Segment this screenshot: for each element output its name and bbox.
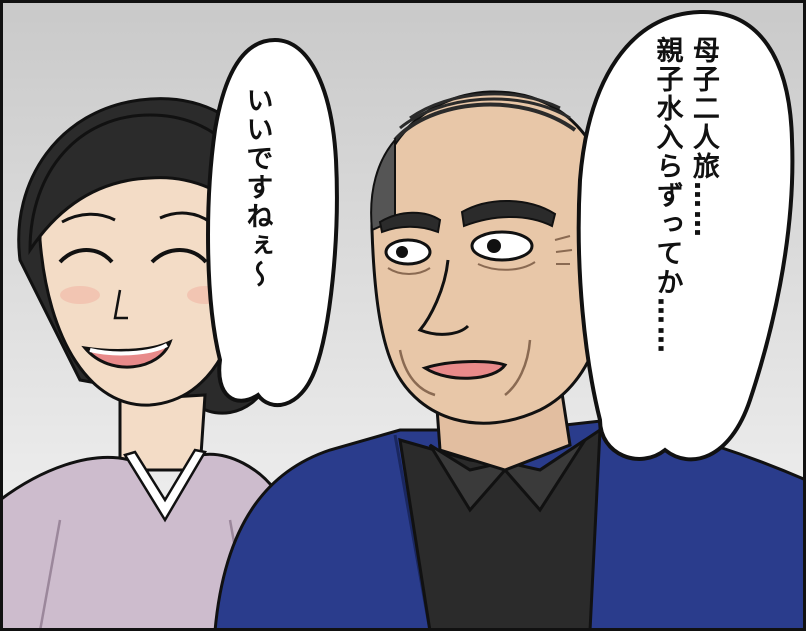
speech-bubble-man <box>576 9 795 462</box>
woman-dialogue-line: いいですねぇ〜 <box>241 86 273 289</box>
man-dialogue-line-2: 親子水入らずってか…… <box>651 36 683 355</box>
speech-bubble-woman <box>206 37 339 408</box>
man-character <box>213 90 806 631</box>
woman-dialogue: いいですねぇ〜 <box>238 86 274 356</box>
woman-character <box>0 97 287 631</box>
man-dialogue-line-1: 母子二人旅…… <box>687 36 719 239</box>
man-dialogue: 母子二人旅…… 親子水入らずってか…… <box>648 36 721 406</box>
